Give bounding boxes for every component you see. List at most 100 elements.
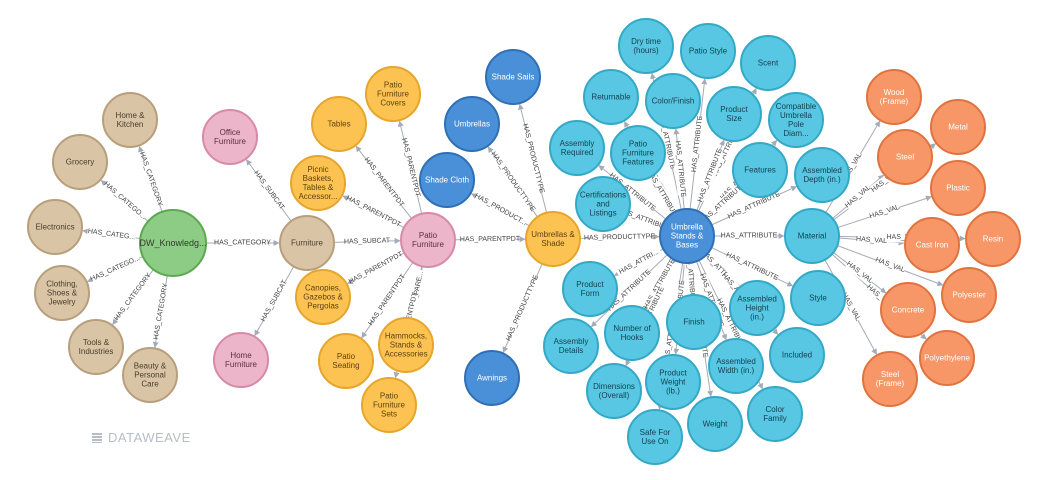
node-features[interactable]: Features (732, 142, 788, 198)
node-circle[interactable] (464, 350, 520, 406)
node-circle[interactable] (732, 142, 788, 198)
node-umbrellas[interactable]: Umbrellas (444, 96, 500, 152)
node-resin[interactable]: Resin (965, 211, 1021, 267)
node-circle[interactable] (930, 160, 986, 216)
node-circle[interactable] (790, 270, 846, 326)
node-dry-time[interactable]: Dry time(hours) (618, 18, 674, 74)
node-circle[interactable] (941, 267, 997, 323)
node-circle[interactable] (862, 351, 918, 407)
node-circle[interactable] (747, 386, 803, 442)
node-umb-shade[interactable]: Umbrellas &Shade (525, 211, 581, 267)
node-circle[interactable] (52, 134, 108, 190)
node-concrete[interactable]: Concrete (880, 282, 936, 338)
node-material[interactable]: Material (784, 208, 840, 264)
node-circle[interactable] (706, 86, 762, 142)
node-circle[interactable] (659, 208, 715, 264)
node-circle[interactable] (279, 215, 335, 271)
node-circle[interactable] (400, 212, 456, 268)
node-circle[interactable] (583, 69, 639, 125)
node-patio-style[interactable]: Patio Style (680, 23, 736, 79)
node-circle[interactable] (768, 92, 824, 148)
node-circle[interactable] (525, 211, 581, 267)
node-circle[interactable] (687, 396, 743, 452)
node-dimensions[interactable]: Dimensions(Overall) (586, 363, 642, 419)
node-circle[interactable] (794, 147, 850, 203)
node-circle[interactable] (122, 347, 178, 403)
node-circle[interactable] (586, 363, 642, 419)
node-polyethylene[interactable]: Polyethylene (919, 330, 975, 386)
node-circle[interactable] (965, 211, 1021, 267)
node-circle[interactable] (784, 208, 840, 264)
node-grocery[interactable]: Grocery (52, 134, 108, 190)
node-style[interactable]: Style (790, 270, 846, 326)
node-circle[interactable] (708, 338, 764, 394)
node-circle[interactable] (318, 333, 374, 389)
node-circle[interactable] (562, 261, 618, 317)
node-circle[interactable] (729, 280, 785, 336)
node-home-kitchen[interactable]: Home &Kitchen (102, 92, 158, 148)
node-circle[interactable] (769, 327, 825, 383)
node-root[interactable]: DW_Knowledg... (139, 209, 207, 277)
node-circle[interactable] (919, 330, 975, 386)
node-wood[interactable]: Wood(Frame) (866, 69, 922, 125)
node-circle[interactable] (68, 319, 124, 375)
node-canopies[interactable]: Canopies,Gazebos &Pergolas (295, 269, 351, 325)
node-hammocks[interactable]: Hammocks,Stands &Accessories (378, 317, 434, 373)
node-circle[interactable] (866, 69, 922, 125)
node-circle[interactable] (880, 282, 936, 338)
node-circle[interactable] (485, 49, 541, 105)
node-shade-cloth[interactable]: Shade Cloth (419, 152, 475, 208)
node-cast-iron[interactable]: Cast Iron (904, 217, 960, 273)
node-circle[interactable] (34, 265, 90, 321)
node-clothing[interactable]: Clothing,Shoes &Jewelry (34, 265, 90, 321)
node-electronics[interactable]: Electronics (27, 199, 83, 255)
node-circle[interactable] (604, 305, 660, 361)
node-circle[interactable] (627, 409, 683, 465)
node-tables[interactable]: Tables (311, 96, 367, 152)
node-included[interactable]: Included (769, 327, 825, 383)
node-circle[interactable] (645, 354, 701, 410)
node-circle[interactable] (213, 332, 269, 388)
node-circle[interactable] (139, 209, 207, 277)
node-circle[interactable] (27, 199, 83, 255)
node-circle[interactable] (378, 317, 434, 373)
node-circle[interactable] (419, 152, 475, 208)
node-shade-sails[interactable]: Shade Sails (485, 49, 541, 105)
node-metal[interactable]: Metal (930, 99, 986, 155)
node-circle[interactable] (361, 377, 417, 433)
node-circle[interactable] (877, 129, 933, 185)
node-steel[interactable]: Steel (877, 129, 933, 185)
node-circle[interactable] (290, 155, 346, 211)
node-finish[interactable]: Finish (666, 294, 722, 350)
node-tools[interactable]: Tools &Industries (68, 319, 124, 375)
node-circle[interactable] (444, 96, 500, 152)
node-circle[interactable] (645, 73, 701, 129)
node-circle[interactable] (102, 92, 158, 148)
node-circle[interactable] (295, 269, 351, 325)
node-circle[interactable] (202, 109, 258, 165)
node-circle[interactable] (740, 35, 796, 91)
node-furniture[interactable]: Furniture (279, 215, 335, 271)
node-circle[interactable] (575, 176, 631, 232)
